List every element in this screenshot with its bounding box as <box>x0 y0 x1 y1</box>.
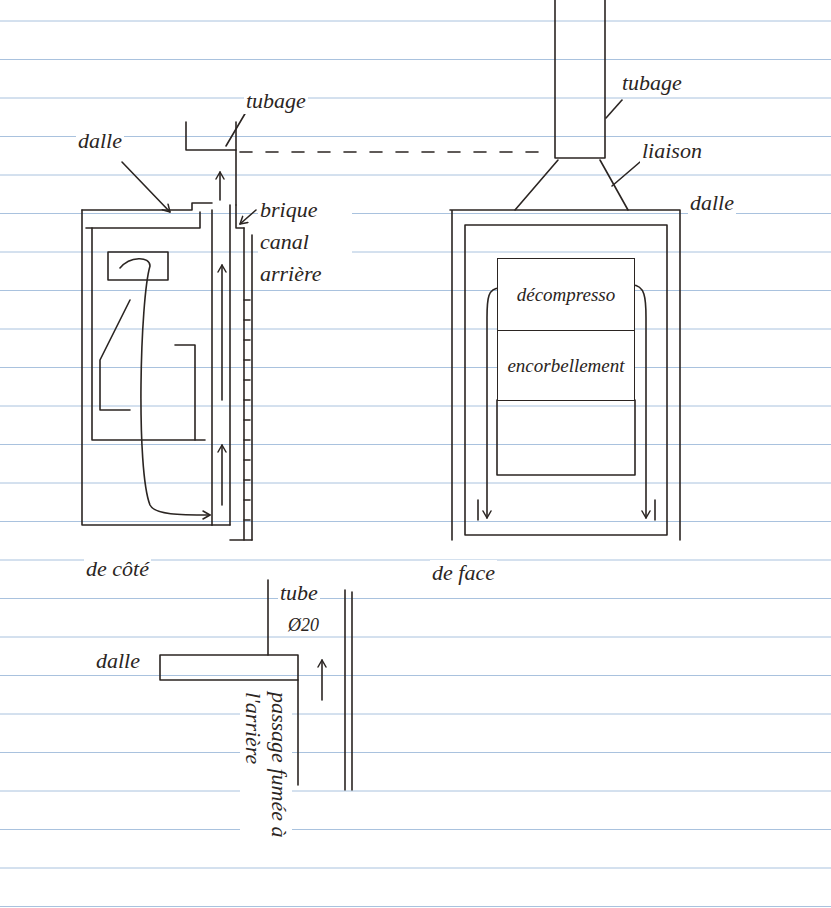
ruled-line <box>0 136 831 137</box>
band-box: décompresso <box>497 258 635 331</box>
part-label: brique canal arrière <box>258 194 352 290</box>
part-label: dalle <box>94 648 142 674</box>
part-label: Ø20 <box>286 614 321 636</box>
part-label: de côté <box>84 556 151 582</box>
ruled-line <box>0 829 831 830</box>
ruled-line <box>0 521 831 522</box>
ruled-line <box>0 675 831 676</box>
part-label: dalle <box>688 190 736 216</box>
part-label: tubage <box>620 70 684 96</box>
part-label: tube <box>278 580 320 606</box>
part-label: liaison <box>640 138 704 164</box>
ruled-line <box>0 175 831 176</box>
part-label: de face <box>430 560 497 586</box>
ruled-line <box>0 59 831 60</box>
ruled-line <box>0 98 831 99</box>
ruled-line <box>0 714 831 715</box>
ruled-line <box>0 329 831 330</box>
ruled-line <box>0 444 831 445</box>
ruled-line <box>0 406 831 407</box>
ruled-line <box>0 791 831 792</box>
ruled-line <box>0 21 831 22</box>
ruled-line <box>0 752 831 753</box>
ruled-line <box>0 598 831 599</box>
ruled-line <box>0 483 831 484</box>
band-text: décompresso <box>517 284 616 306</box>
ruled-line <box>0 868 831 869</box>
ruled-line <box>0 290 831 291</box>
band-box: encorbellement <box>497 330 635 401</box>
vertical-note: passage fumée à l'arrière <box>240 690 292 864</box>
band-text: encorbellement <box>507 355 624 377</box>
part-label: tubage <box>244 88 308 114</box>
ruled-line <box>0 367 831 368</box>
ruled-line <box>0 637 831 638</box>
ruled-line <box>0 906 831 907</box>
side-view <box>82 112 552 540</box>
part-label: dalle <box>76 128 124 154</box>
